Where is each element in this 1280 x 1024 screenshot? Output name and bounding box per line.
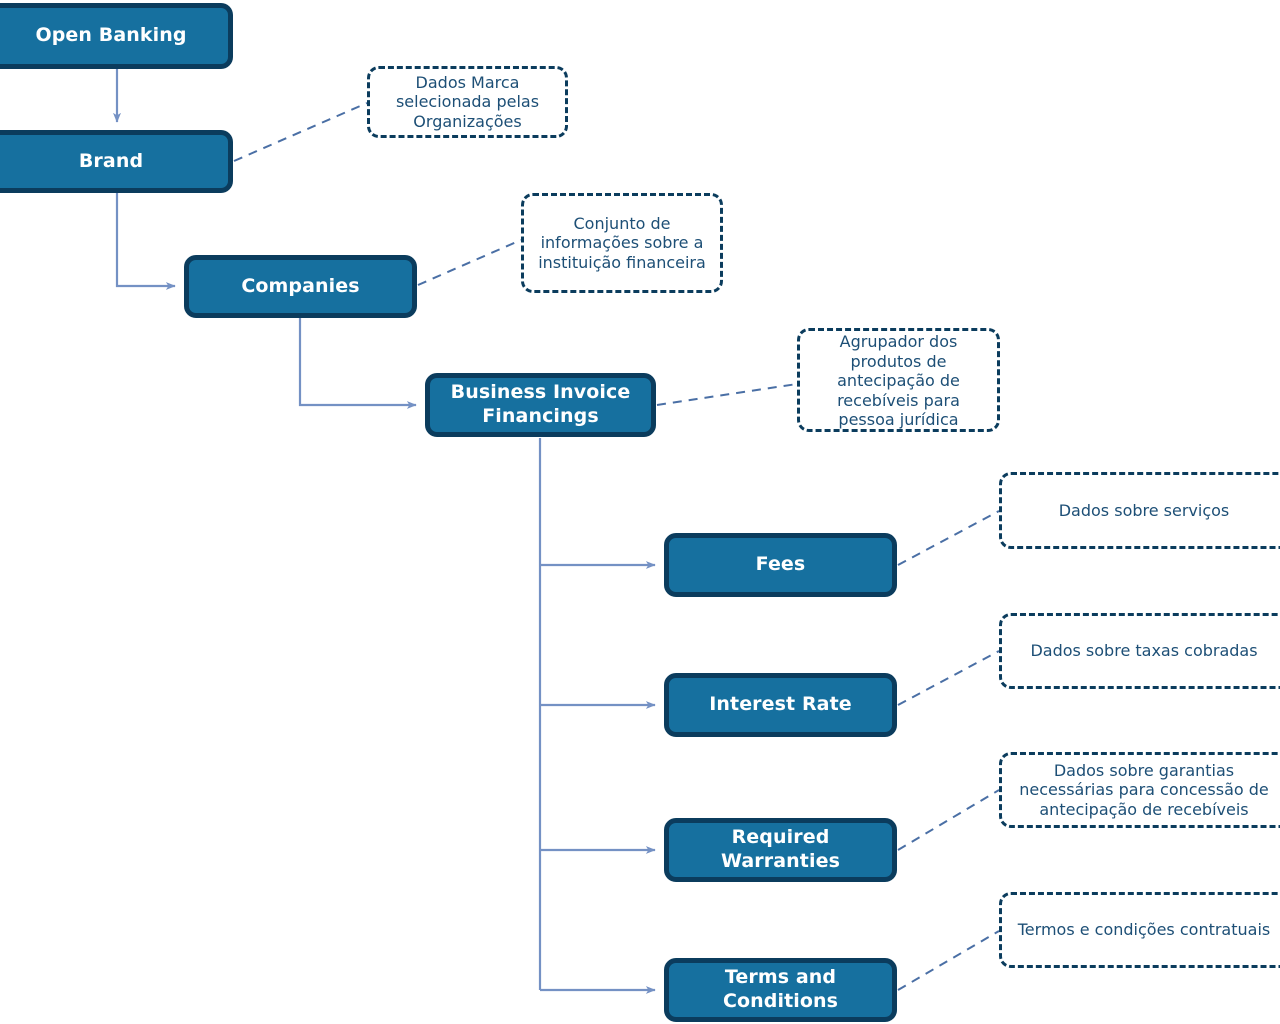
note-text: Agrupador dos produtos de antecipação de… [837, 332, 960, 430]
note-text: Dados sobre taxas cobradas [1030, 641, 1258, 661]
note-text: Dados Marca selecionada pelas Organizaçõ… [395, 72, 540, 131]
edge-interest-rate-to-note [897, 650, 1000, 706]
edge-brand-to-note [233, 102, 368, 162]
node-terms-and-conditions[interactable]: Terms and Conditions [664, 958, 897, 1022]
note-fees: Dados sobre serviços [999, 472, 1280, 549]
note-interest-rate: Dados sobre taxas cobradas [999, 613, 1280, 689]
node-interest-rate[interactable]: Interest Rate [664, 673, 897, 737]
note-brand: Dados Marca selecionada pelas Organizaçõ… [367, 66, 568, 138]
note-text: Termos e condições contratuais [1017, 920, 1271, 940]
node-label: Brand [78, 149, 144, 172]
edge-required-warranties-to-note [897, 789, 1000, 851]
node-label: Required Warranties [721, 826, 840, 872]
edge-companies-to-note [417, 239, 522, 286]
node-business-invoice-financings[interactable]: Business Invoice Financings [425, 373, 656, 437]
node-label: Business Invoice Financings [450, 381, 631, 427]
node-label: Interest Rate [709, 693, 852, 716]
edge-bif-to-note [656, 383, 798, 406]
node-companies[interactable]: Companies [184, 255, 417, 318]
node-label: Companies [241, 274, 360, 297]
edge-companies-to-bif [298, 318, 417, 409]
note-required-warranties: Dados sobre garantias necessárias para c… [999, 752, 1280, 828]
node-label: Open Banking [35, 24, 187, 47]
note-business-invoice-financings: Agrupador dos produtos de antecipação de… [797, 328, 1000, 432]
node-brand[interactable]: Brand [0, 130, 233, 193]
note-terms-and-conditions: Termos e condições contratuais [999, 892, 1280, 968]
node-required-warranties[interactable]: Required Warranties [664, 818, 897, 882]
note-text: Dados sobre serviços [1058, 500, 1230, 520]
node-label: Terms and Conditions [722, 966, 839, 1012]
node-label: Fees [755, 553, 806, 576]
note-text: Dados sobre garantias necessárias para c… [1019, 760, 1269, 819]
edge-terms-to-note [897, 930, 1000, 991]
node-fees[interactable]: Fees [664, 533, 897, 597]
note-text: Conjunto de informações sobre a institui… [538, 213, 706, 272]
node-open-banking[interactable]: Open Banking [0, 3, 233, 69]
note-companies: Conjunto de informações sobre a institui… [521, 193, 723, 293]
edge-brand-to-companies [115, 193, 176, 290]
edge-fees-to-note [897, 510, 1000, 566]
